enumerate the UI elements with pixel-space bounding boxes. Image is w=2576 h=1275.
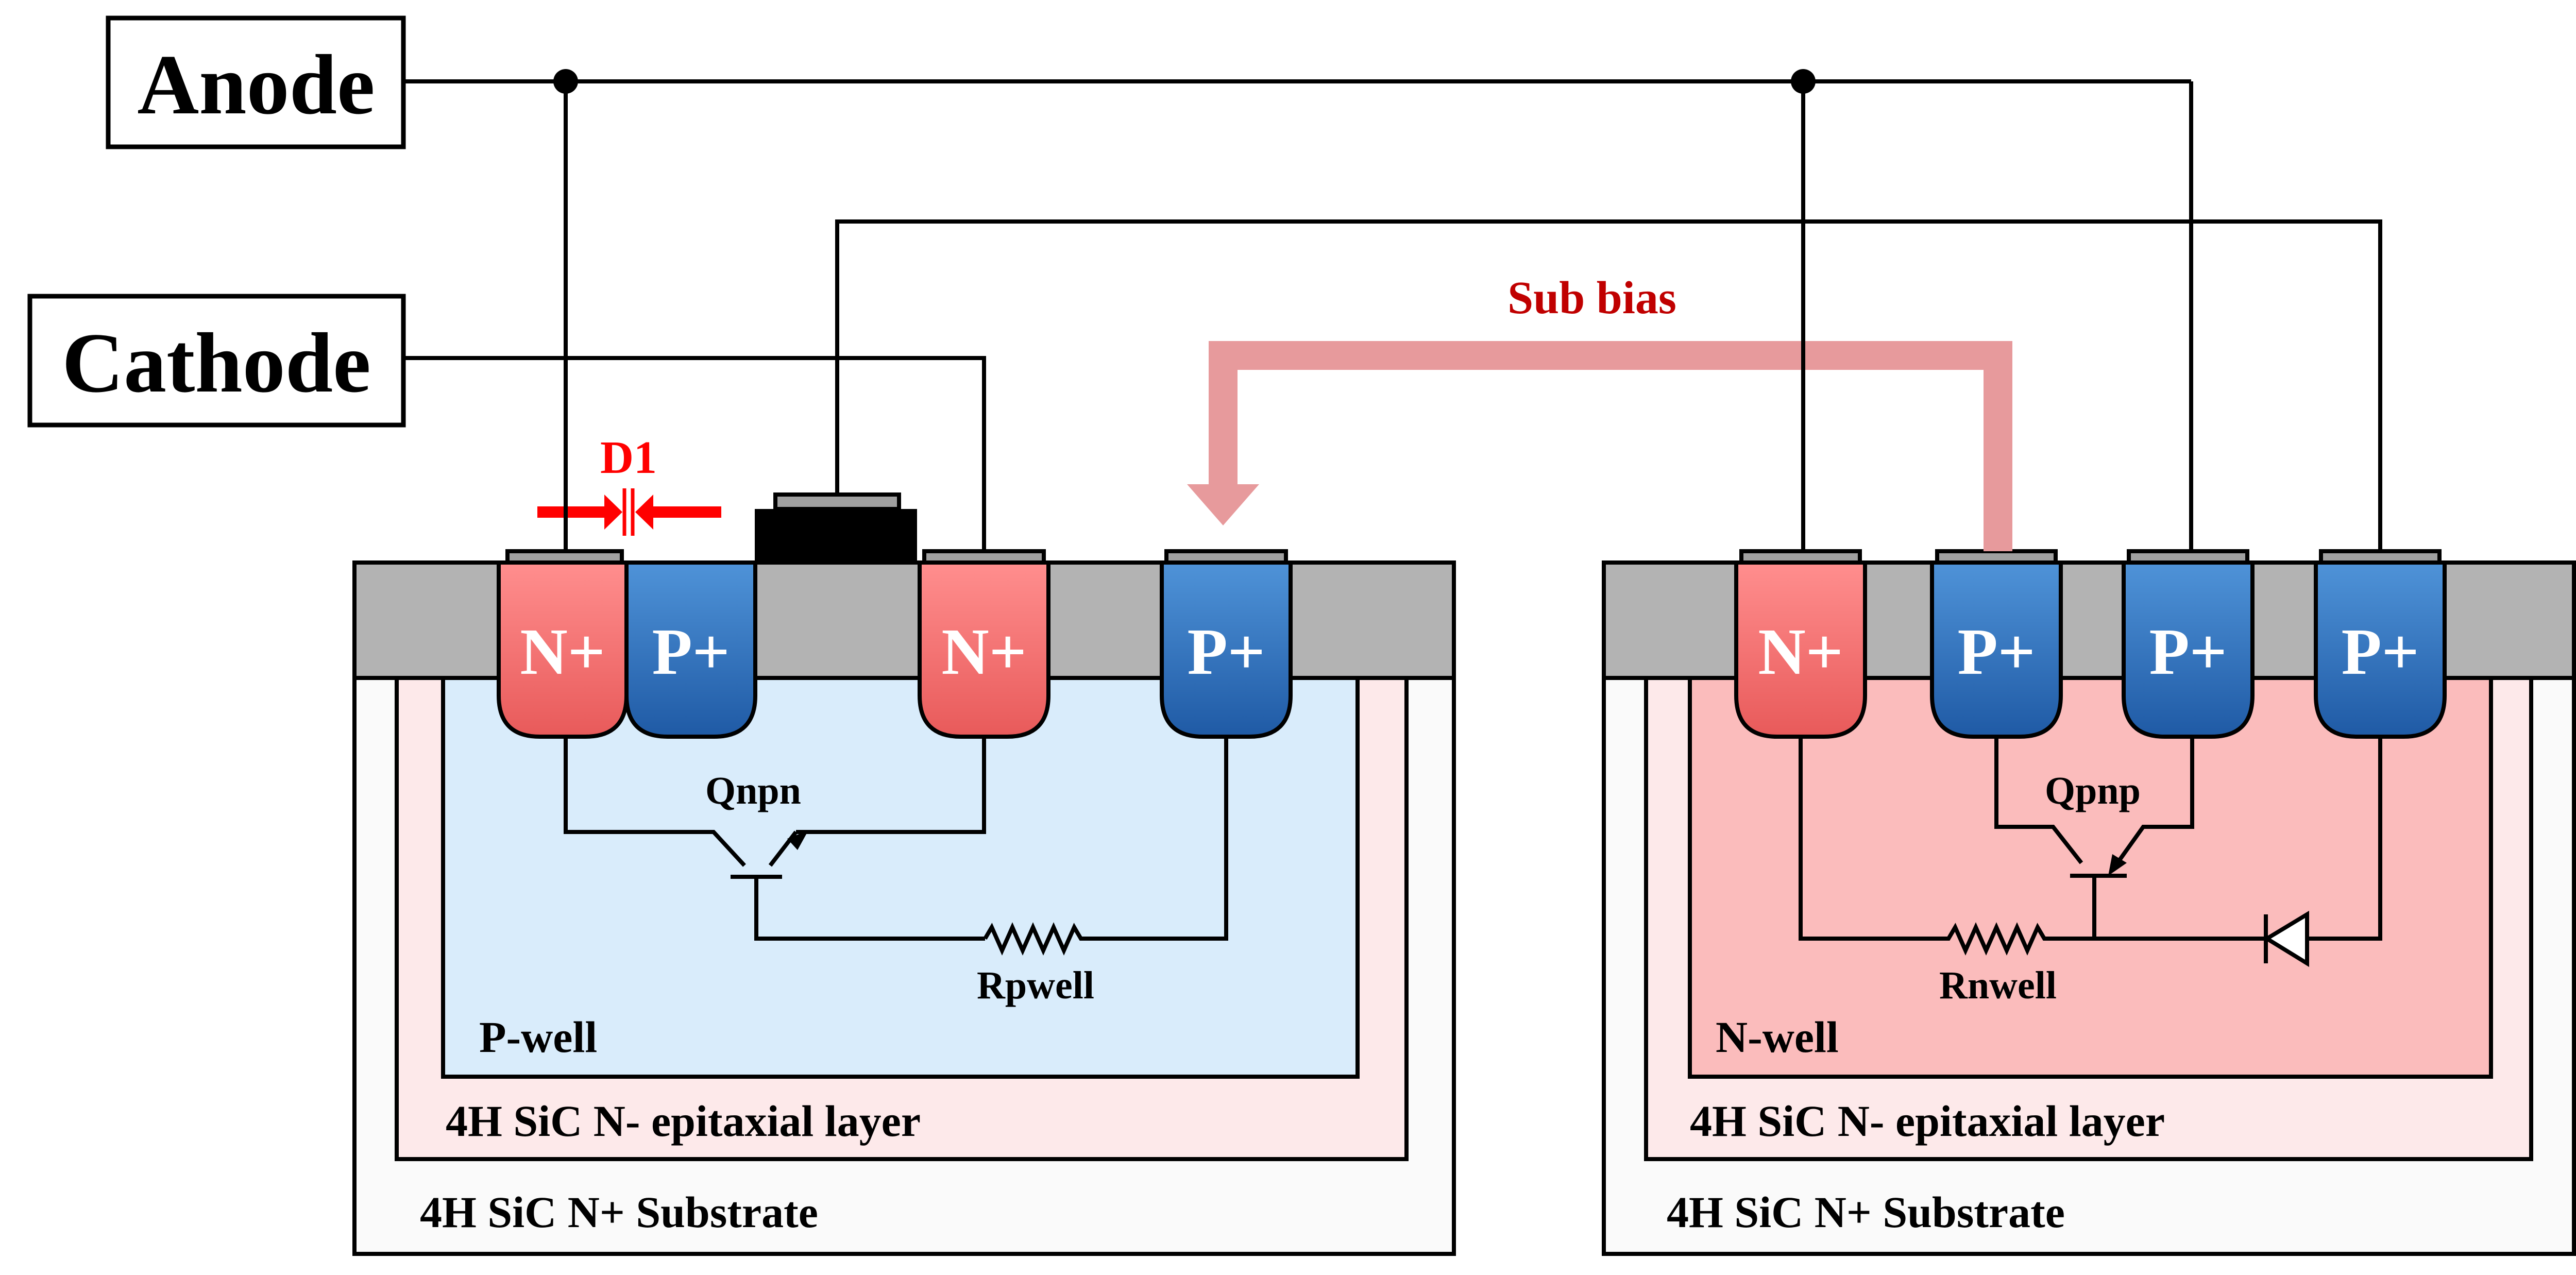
right-well-label: N-well bbox=[1716, 1012, 1839, 1062]
d1-diode-marker bbox=[537, 488, 721, 536]
cathode-label: Cathode bbox=[62, 315, 370, 410]
right-diffusion-label: P+ bbox=[1957, 615, 2035, 688]
left-epi-label: 4H SiC N- epitaxial layer bbox=[446, 1096, 921, 1146]
left-contact-1 bbox=[505, 549, 624, 565]
pnp-transistor-label: Qpnp bbox=[2045, 769, 2141, 812]
left-substrate-label: 4H SiC N+ Substrate bbox=[420, 1187, 818, 1237]
right-p-plus-3 bbox=[2314, 560, 2447, 739]
rnwell-resistor bbox=[1799, 737, 2094, 956]
left-diffusion-label: P+ bbox=[1187, 615, 1265, 688]
right-contact-3 bbox=[2127, 549, 2249, 565]
left-p-plus-1 bbox=[624, 560, 757, 739]
anode-junction-dot bbox=[1791, 69, 1816, 94]
right-contact-4 bbox=[2319, 549, 2442, 565]
anode-terminal: Anode bbox=[106, 15, 406, 149]
right-diffusion-label: P+ bbox=[2149, 615, 2227, 688]
sub-bias-arrow bbox=[1187, 341, 2012, 551]
npn-transistor-label: Qnpn bbox=[705, 769, 801, 812]
left-diffusion-label: N+ bbox=[941, 615, 1026, 688]
right-epi-label: 4H SiC N- epitaxial layer bbox=[1690, 1096, 2165, 1146]
d1-diode-label: D1 bbox=[600, 432, 657, 483]
left-device: N+ P+ N+ P+ P-well 4H SiC N- epitaxial l… bbox=[352, 432, 1456, 1256]
left-n-plus-1 bbox=[497, 560, 629, 739]
left-diffusion-label: N+ bbox=[520, 615, 605, 688]
left-contact-3 bbox=[1164, 549, 1288, 565]
sub-bias-label: Sub bias bbox=[1507, 273, 1676, 324]
left-contact-2 bbox=[922, 549, 1046, 565]
rnwell-resistor-label: Rnwell bbox=[1939, 964, 2057, 1007]
left-p-plus-2 bbox=[1160, 560, 1293, 739]
left-n-plus-2 bbox=[918, 560, 1050, 739]
left-gate bbox=[755, 509, 917, 563]
anode-label: Anode bbox=[137, 37, 375, 132]
right-substrate-label: 4H SiC N+ Substrate bbox=[1667, 1187, 2065, 1237]
right-diffusion-label: P+ bbox=[2341, 615, 2419, 688]
right-diffusion-label: N+ bbox=[1758, 615, 1843, 688]
right-device: N+ P+ P+ P+ N-well 4H SiC N- epitaxial l… bbox=[1602, 549, 2576, 1256]
anode-junction-dot bbox=[553, 69, 578, 94]
cathode-terminal: Cathode bbox=[27, 294, 406, 428]
diode-symbol bbox=[2094, 737, 2382, 967]
rpwell-resistor bbox=[983, 737, 1228, 956]
right-n-plus-1 bbox=[1734, 560, 1867, 739]
right-contact-1 bbox=[1739, 549, 1862, 565]
right-p-plus-1 bbox=[1930, 560, 2063, 739]
left-well-label: P-well bbox=[479, 1012, 597, 1062]
rpwell-resistor-label: Rpwell bbox=[977, 964, 1094, 1007]
wiring bbox=[403, 69, 2382, 551]
left-diffusion-label: P+ bbox=[652, 615, 730, 688]
left-gate-cap bbox=[773, 492, 901, 511]
npn-transistor-symbol bbox=[564, 737, 986, 941]
right-p-plus-2 bbox=[2122, 560, 2255, 739]
pnp-transistor-symbol bbox=[1994, 737, 2194, 939]
right-contact-2 bbox=[1935, 549, 2058, 565]
